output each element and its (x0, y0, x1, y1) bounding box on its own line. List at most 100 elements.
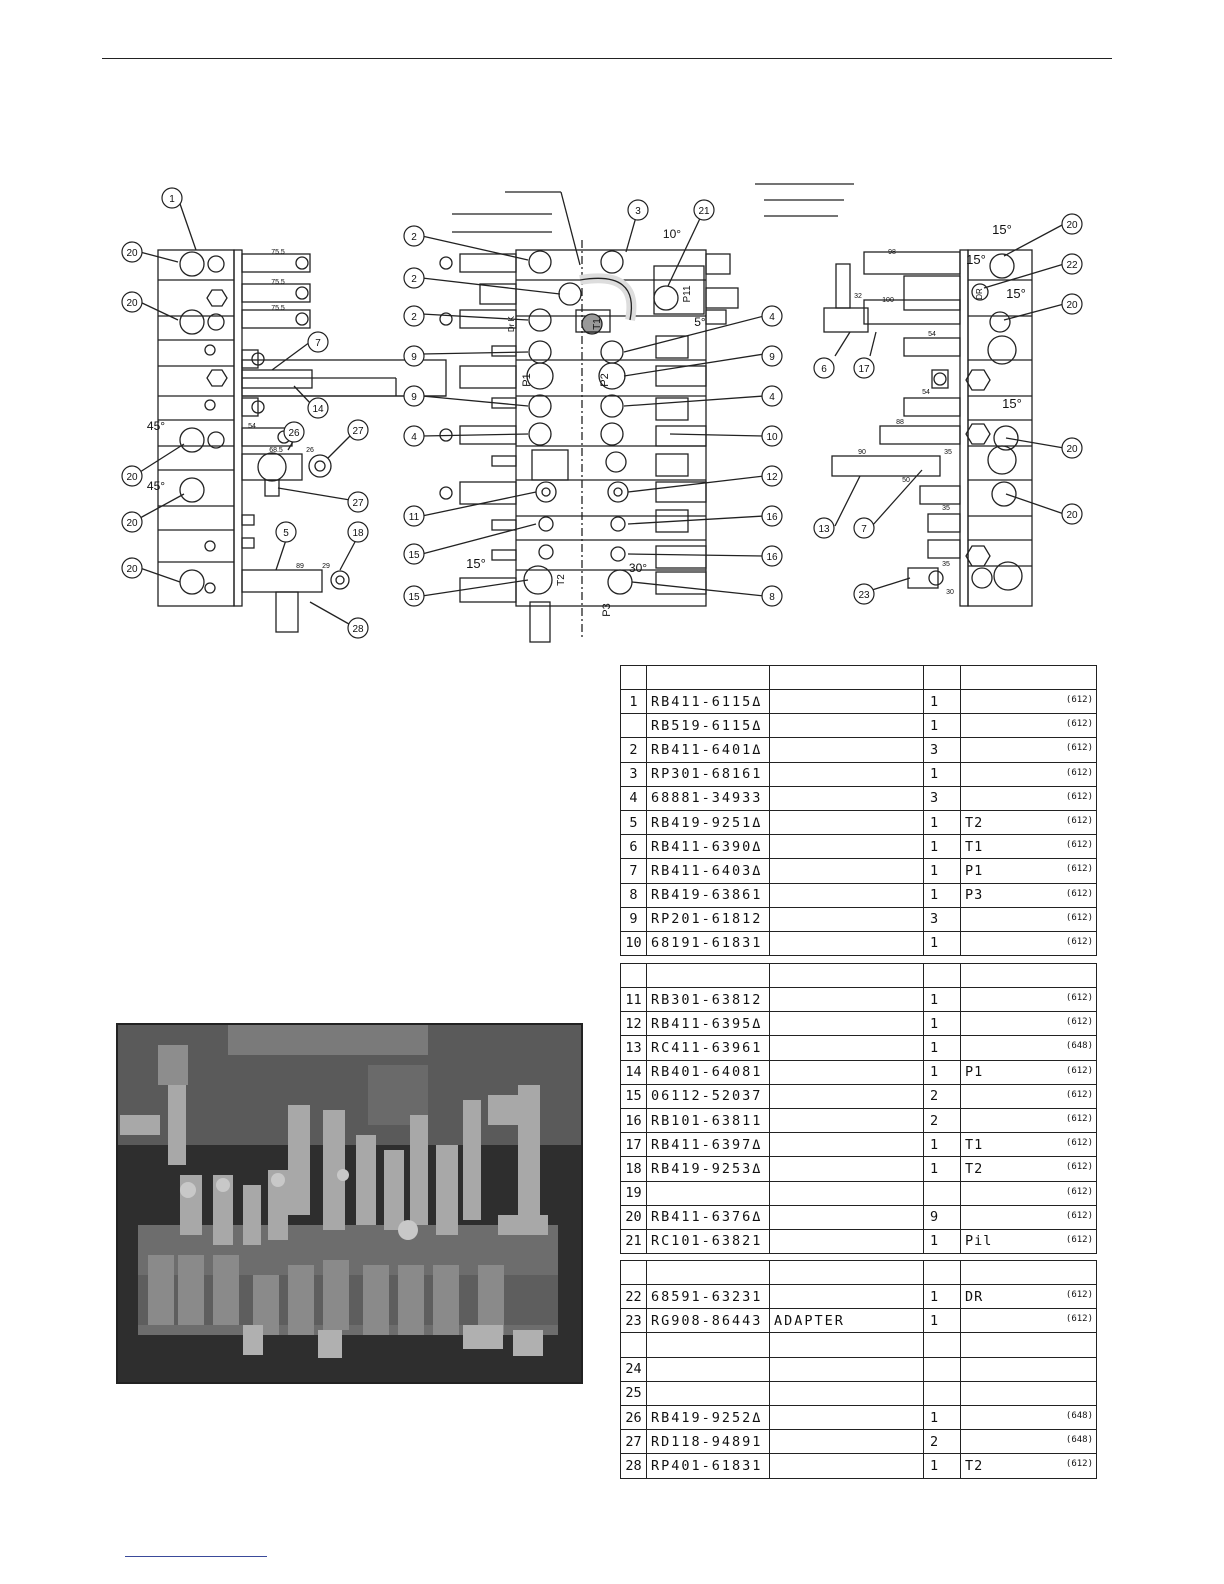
item-number: 19 (620, 1180, 647, 1206)
part-number: RP201-61812 (646, 906, 770, 932)
part-number: RB411-6395Δ (646, 1011, 770, 1037)
svg-text:15°: 15° (992, 222, 1012, 237)
svg-text:14: 14 (312, 404, 324, 415)
svg-text:1: 1 (169, 194, 175, 205)
quantity: 1 (923, 1308, 961, 1334)
quantity (923, 1180, 961, 1206)
part-number: 06112-52037 (646, 1083, 770, 1109)
code-label: (648) (1065, 1410, 1093, 1421)
part-name (769, 1332, 924, 1358)
quantity: 1 (923, 809, 961, 836)
port-label: Pil (965, 1233, 993, 1250)
table-header (620, 1260, 1097, 1285)
footer-link-underline[interactable] (125, 1556, 267, 1557)
part-number (646, 1380, 770, 1406)
remarks: (612) (960, 1308, 1097, 1334)
svg-text:45°: 45° (147, 479, 165, 493)
quantity: 1 (923, 1035, 961, 1061)
part-number: RB519-6115Δ (646, 713, 770, 739)
svg-text:89: 89 (296, 563, 304, 570)
code-label: (612) (1065, 767, 1093, 778)
remarks: T1(612) (960, 1132, 1097, 1158)
item-number: 11 (620, 986, 647, 1013)
code-label: (612) (1065, 1065, 1093, 1076)
part-number: RP301-68161 (646, 761, 770, 787)
remarks: (612) (960, 1180, 1097, 1206)
remarks: (648) (960, 1404, 1097, 1431)
item-number: 3 (620, 761, 647, 787)
port-label: P1 (965, 862, 984, 879)
svg-text:7: 7 (861, 524, 867, 535)
svg-text:75.5: 75.5 (271, 249, 285, 256)
part-number: RB419-9253Δ (646, 1156, 770, 1182)
quantity: 1 (923, 1453, 961, 1479)
code-label: (612) (1065, 936, 1093, 947)
svg-text:P1: P1 (521, 373, 533, 386)
item-number: 28 (620, 1453, 647, 1479)
part-name (769, 1204, 924, 1230)
svg-text:88: 88 (896, 419, 904, 426)
part-number: RC101-63821 (646, 1228, 770, 1255)
svg-text:20: 20 (1066, 444, 1078, 455)
quantity: 1 (923, 858, 961, 884)
quantity: 1 (923, 1228, 961, 1255)
item-number: 15 (620, 1083, 647, 1109)
svg-text:8: 8 (769, 592, 775, 603)
svg-text:15°: 15° (466, 556, 486, 571)
svg-text:54: 54 (922, 389, 930, 396)
svg-text:15: 15 (408, 592, 420, 603)
item-number: 21 (620, 1228, 647, 1255)
port-label: DR (965, 1288, 984, 1305)
part-name (769, 688, 924, 715)
left-view (139, 197, 447, 633)
remarks: DR(612) (960, 1283, 1097, 1310)
code-label: (612) (1065, 888, 1093, 899)
svg-text:DR: DR (975, 288, 984, 300)
part-name (769, 737, 924, 763)
quantity: 2 (923, 1083, 961, 1109)
code-label: (612) (1065, 1234, 1093, 1245)
item-number: 4 (620, 785, 647, 811)
svg-text:26: 26 (306, 447, 314, 454)
part-name (769, 1180, 924, 1206)
port-label: T1 (965, 1136, 984, 1153)
port-label: T1 (965, 838, 984, 855)
remarks: (648) (960, 1429, 1097, 1455)
part-number: RB411-6401Δ (646, 737, 770, 763)
part-number: RD118-94891 (646, 1429, 770, 1455)
svg-text:9: 9 (411, 392, 417, 403)
table-header (620, 963, 1097, 988)
part-name (769, 882, 924, 908)
part-name (769, 1156, 924, 1182)
svg-text:11: 11 (409, 512, 420, 523)
part-number: 68591-63231 (646, 1283, 770, 1310)
svg-text:16: 16 (766, 512, 778, 523)
svg-text:15°: 15° (1006, 286, 1026, 301)
header-rule (102, 58, 1112, 59)
right-view (755, 183, 1065, 607)
part-name (769, 834, 924, 860)
table-row: 19 (612) (620, 1180, 1097, 1206)
code-label: (612) (1065, 1210, 1093, 1221)
part-name: ADAPTER (769, 1308, 924, 1334)
part-number: RB411-6397Δ (646, 1132, 770, 1158)
part-name (769, 1283, 924, 1310)
quantity: 3 (923, 906, 961, 932)
quantity (923, 1356, 961, 1382)
quantity: 1 (923, 986, 961, 1013)
part-name (769, 930, 924, 957)
remarks: T2(612) (960, 1453, 1097, 1479)
center-callouts (403, 199, 783, 607)
